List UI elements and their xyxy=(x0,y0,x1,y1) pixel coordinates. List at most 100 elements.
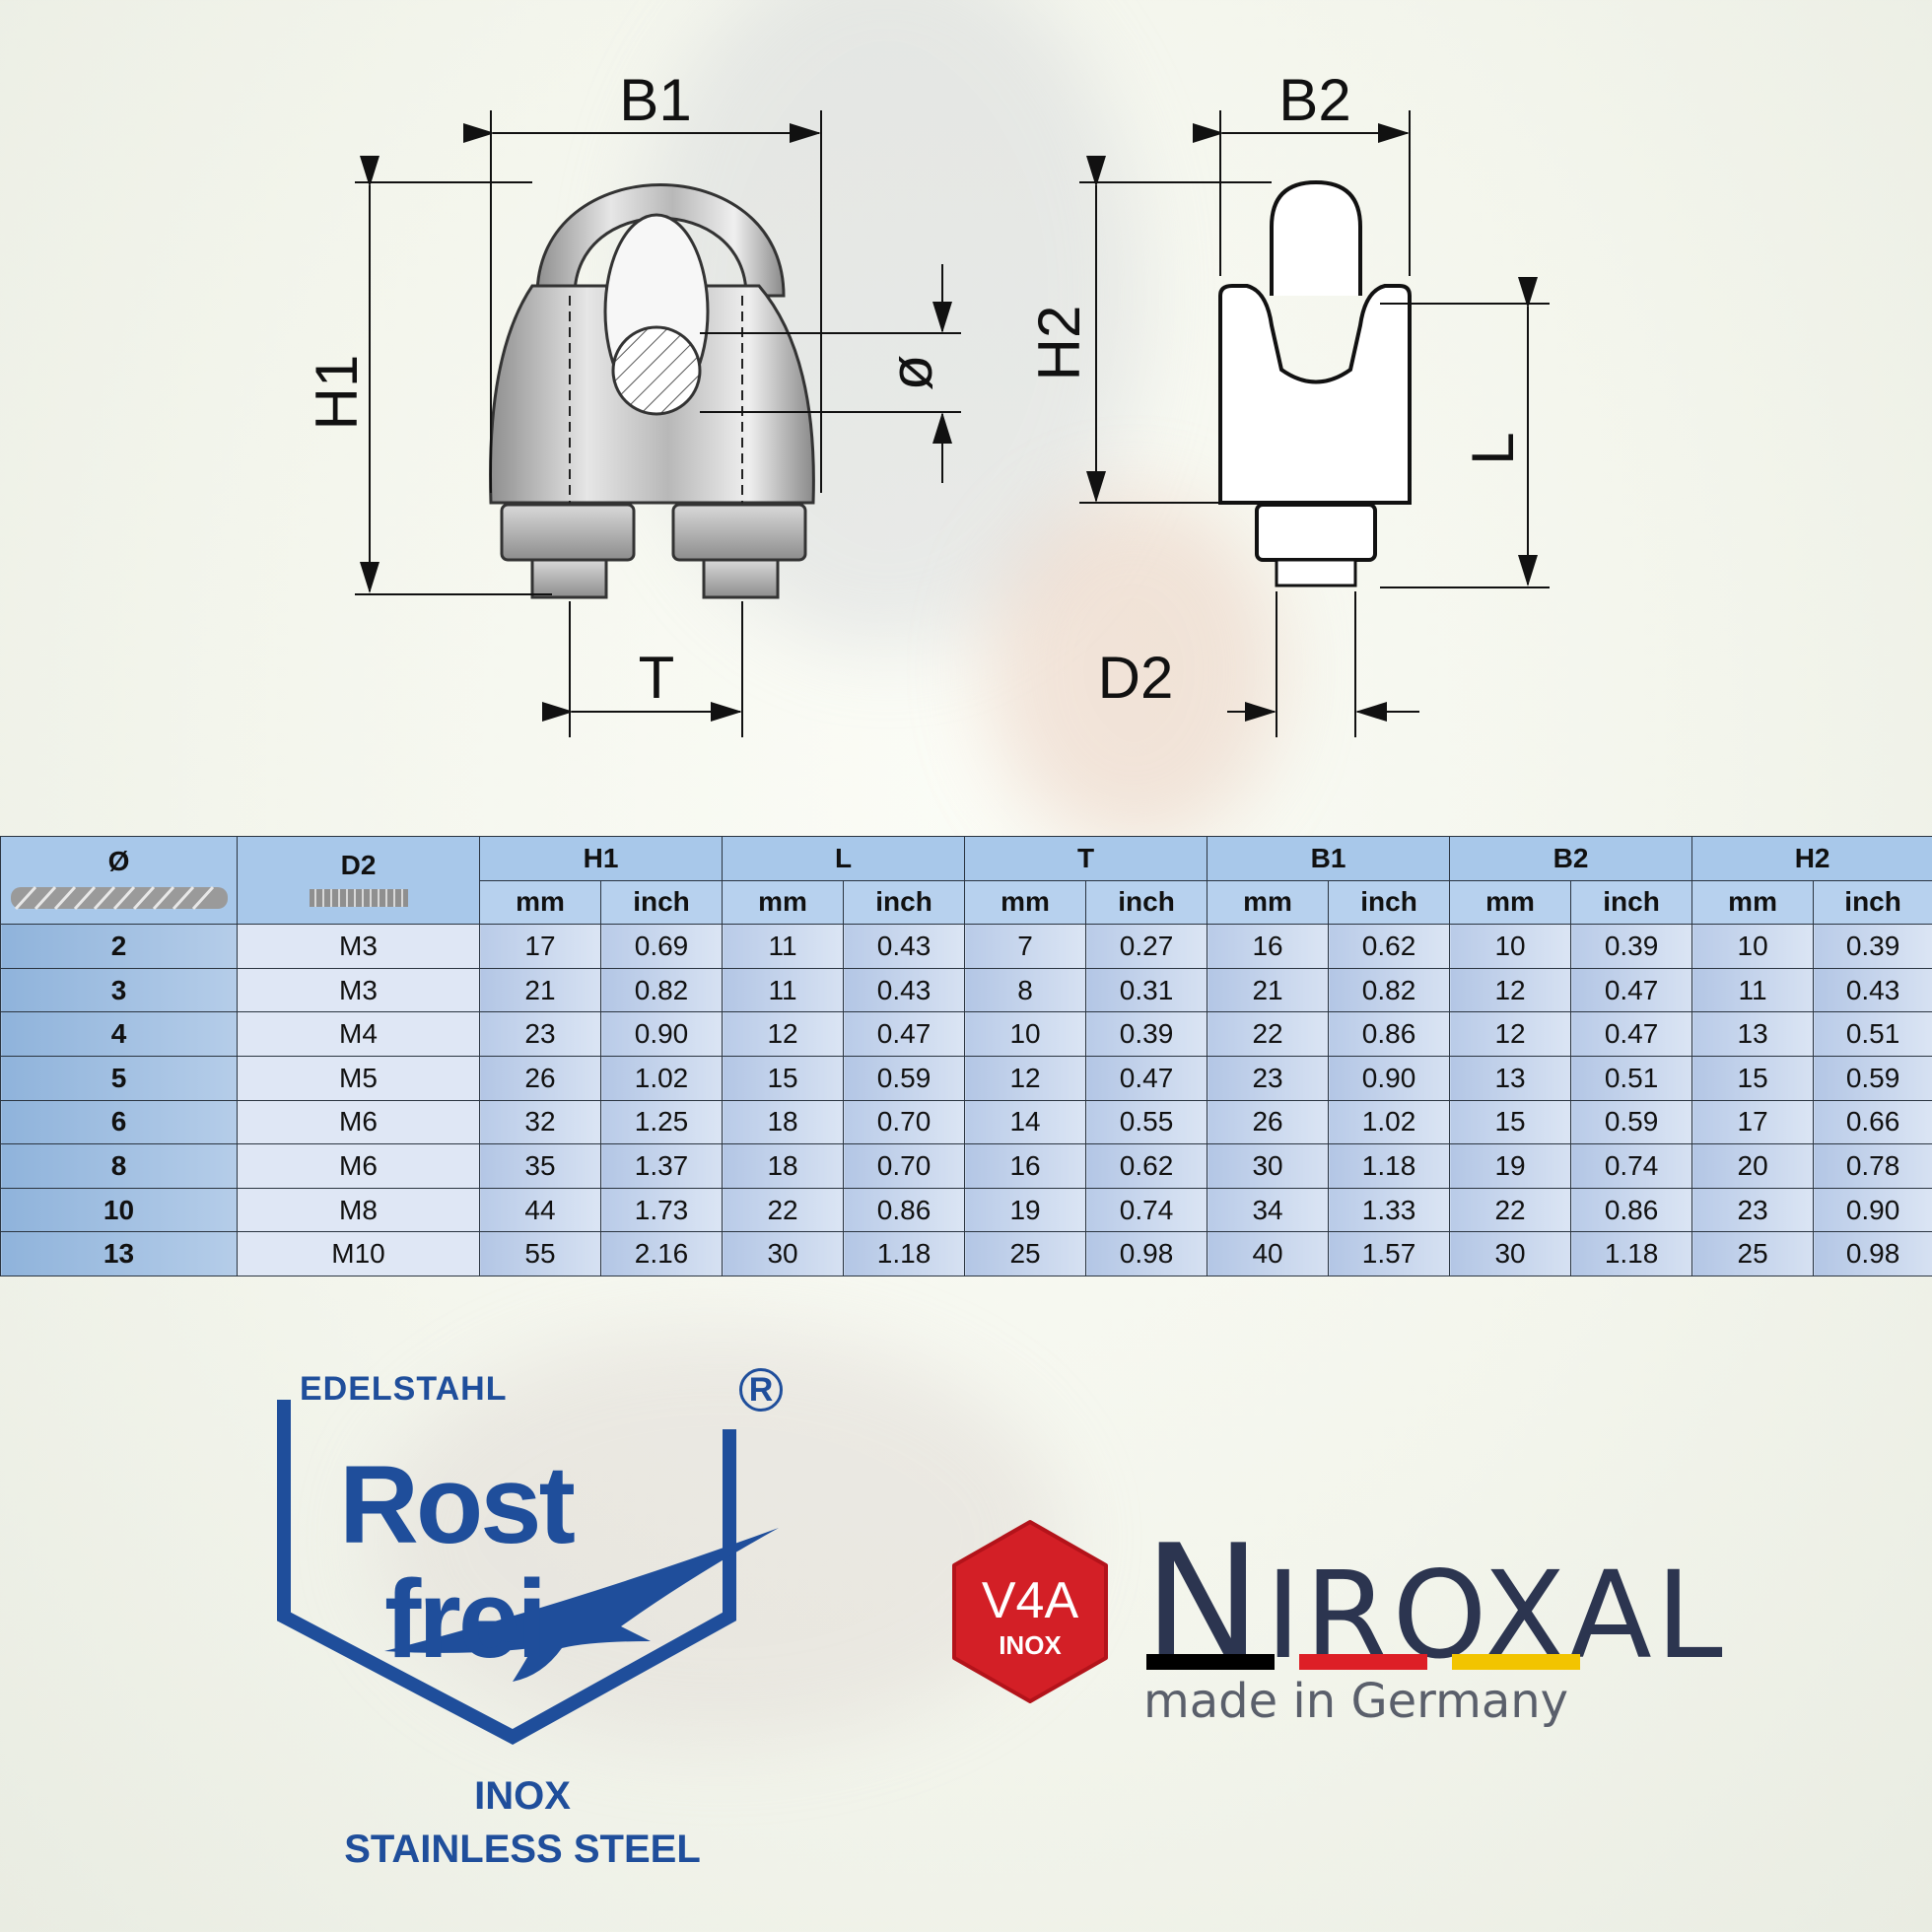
cell-b1-mm: 23 xyxy=(1207,1055,1330,1101)
cell-h1-mm: 32 xyxy=(479,1099,601,1145)
cell-b1-mm: 34 xyxy=(1207,1187,1330,1233)
cell-diameter: 3 xyxy=(0,967,238,1013)
cell-b2-in: 0.47 xyxy=(1570,1011,1693,1057)
cell-d2: M4 xyxy=(237,1011,480,1057)
cell-diameter: 4 xyxy=(0,1011,238,1057)
cell-b1-in: 0.86 xyxy=(1328,1011,1451,1057)
cell-b2-mm: 12 xyxy=(1449,967,1572,1013)
table-units-row: mm inch mm inch mm inch mm inch mm inch … xyxy=(1,879,1932,926)
cell-h2-in: 0.78 xyxy=(1813,1143,1932,1189)
label-b1: B1 xyxy=(619,67,691,133)
cell-t-in: 0.47 xyxy=(1085,1055,1208,1101)
cell-h2-in: 0.39 xyxy=(1813,924,1932,969)
unit-mm: mm xyxy=(1449,879,1572,926)
cell-b1-in: 1.02 xyxy=(1328,1099,1451,1145)
header-diameter: Ø xyxy=(0,835,238,926)
cell-l-in: 0.43 xyxy=(843,924,966,969)
cell-b1-mm: 16 xyxy=(1207,924,1330,969)
flag-stripe-red xyxy=(1299,1654,1427,1670)
cell-b1-mm: 30 xyxy=(1207,1143,1330,1189)
cell-d2: M10 xyxy=(237,1231,480,1276)
header-d2-label: D2 xyxy=(340,850,377,881)
cell-h1-in: 0.90 xyxy=(599,1011,724,1057)
unit-inch: inch xyxy=(843,879,966,926)
flag-stripe-gold xyxy=(1452,1654,1580,1670)
cell-h2-mm: 20 xyxy=(1691,1143,1815,1189)
clip-side-view xyxy=(1218,179,1412,587)
label-diameter: ø xyxy=(878,355,944,391)
cell-t-mm: 16 xyxy=(964,1143,1087,1189)
cell-h1-in: 0.69 xyxy=(599,924,724,969)
header-diameter-label: Ø xyxy=(107,846,130,877)
cell-d2: M3 xyxy=(237,967,480,1013)
background-blur xyxy=(986,493,1281,848)
cell-b1-mm: 40 xyxy=(1207,1231,1330,1276)
cell-b2-in: 0.74 xyxy=(1570,1143,1693,1189)
cell-h2-in: 0.43 xyxy=(1813,967,1932,1013)
cell-h1-in: 2.16 xyxy=(599,1231,724,1276)
header-b1: B1 xyxy=(1207,836,1451,881)
cell-h2-in: 0.59 xyxy=(1813,1055,1932,1101)
flag-stripe-black xyxy=(1146,1654,1275,1670)
header-t: T xyxy=(964,836,1208,881)
table-header-row: Ø D2 H1 L T B1 xyxy=(0,835,1932,926)
header-h1: H1 xyxy=(478,836,724,881)
cell-b1-mm: 26 xyxy=(1207,1099,1330,1145)
wire-rope-icon xyxy=(10,886,228,911)
cell-h2-mm: 25 xyxy=(1691,1231,1815,1276)
cell-h2-in: 0.66 xyxy=(1813,1099,1932,1145)
cell-d2: M6 xyxy=(237,1099,480,1145)
label-h2: H2 xyxy=(1026,306,1092,381)
unit-inch: inch xyxy=(1570,879,1693,926)
cell-b1-mm: 21 xyxy=(1207,967,1330,1013)
cell-t-mm: 25 xyxy=(964,1231,1087,1276)
cell-h2-mm: 13 xyxy=(1691,1011,1815,1057)
cell-t-in: 0.31 xyxy=(1085,967,1208,1013)
rostfrei-inox: INOX xyxy=(474,1774,571,1818)
cell-d2: M3 xyxy=(237,924,480,969)
cell-l-mm: 30 xyxy=(722,1231,845,1276)
cell-b2-mm: 12 xyxy=(1449,1011,1572,1057)
cell-h1-in: 1.73 xyxy=(599,1187,724,1233)
cell-t-in: 0.98 xyxy=(1085,1231,1208,1276)
cell-l-in: 0.59 xyxy=(843,1055,966,1101)
header-h2: H2 xyxy=(1691,836,1932,881)
cell-b2-in: 0.39 xyxy=(1570,924,1693,969)
cell-t-in: 0.55 xyxy=(1085,1099,1208,1145)
cell-h2-mm: 10 xyxy=(1691,924,1815,969)
label-l: L xyxy=(1460,432,1526,464)
label-h1: H1 xyxy=(304,355,370,431)
cell-h2-in: 0.98 xyxy=(1813,1231,1932,1276)
cell-h1-mm: 44 xyxy=(479,1187,601,1233)
cell-h1-mm: 35 xyxy=(479,1143,601,1189)
cell-l-mm: 12 xyxy=(722,1011,845,1057)
cell-h2-in: 0.90 xyxy=(1813,1187,1932,1233)
cell-l-mm: 18 xyxy=(722,1143,845,1189)
cell-t-mm: 19 xyxy=(964,1187,1087,1233)
cell-b2-mm: 22 xyxy=(1449,1187,1572,1233)
cell-h1-in: 0.82 xyxy=(599,967,724,1013)
cell-t-mm: 14 xyxy=(964,1099,1087,1145)
cell-l-in: 1.18 xyxy=(843,1231,966,1276)
cell-b2-in: 0.59 xyxy=(1570,1099,1693,1145)
unit-inch: inch xyxy=(1813,879,1932,926)
cell-l-mm: 22 xyxy=(722,1187,845,1233)
unit-mm: mm xyxy=(479,879,601,926)
cell-d2: M6 xyxy=(237,1143,480,1189)
cell-t-mm: 10 xyxy=(964,1011,1087,1057)
technical-drawing: B1 B2 H1 H2 ø L T D2 xyxy=(304,67,1550,737)
rostfrei-logo: EDELSTAHL R Rost frei INOX STAINLESS STE… xyxy=(266,1368,798,1883)
unit-mm: mm xyxy=(964,879,1087,926)
cell-l-mm: 15 xyxy=(722,1055,845,1101)
cell-h1-mm: 26 xyxy=(479,1055,601,1101)
cell-b2-in: 0.47 xyxy=(1570,967,1693,1013)
cell-h2-mm: 17 xyxy=(1691,1099,1815,1145)
cell-t-mm: 8 xyxy=(964,967,1087,1013)
cell-l-mm: 11 xyxy=(722,967,845,1013)
cell-h1-mm: 23 xyxy=(479,1011,601,1057)
